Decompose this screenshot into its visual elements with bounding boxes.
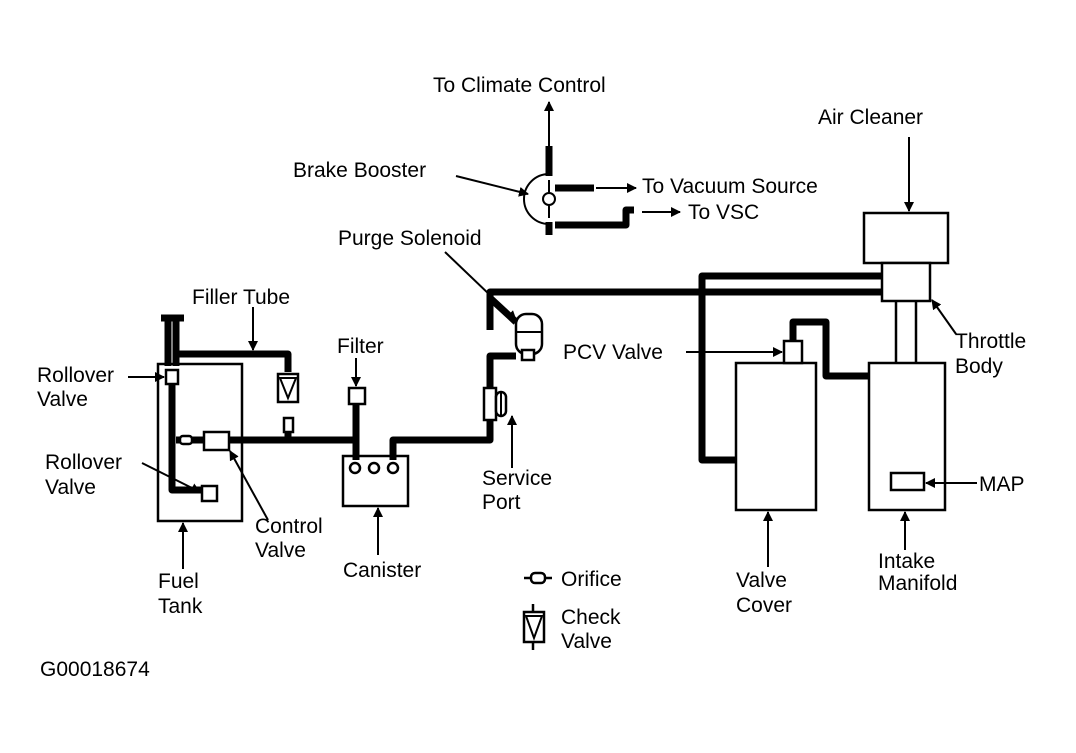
canister-port-2 xyxy=(367,461,381,475)
canister-port-3 xyxy=(386,461,400,475)
label-throttle-body-line1: Throttle xyxy=(955,330,1026,353)
canister-port-1 xyxy=(348,461,362,475)
leader-arrows xyxy=(128,137,977,569)
legend-orifice-label: Orifice xyxy=(561,568,622,591)
figure-id: G00018674 xyxy=(40,658,150,681)
label-to-vsc: To VSC xyxy=(688,201,759,224)
label-control-valve-line1: Control xyxy=(255,515,323,538)
brake-booster xyxy=(523,146,634,235)
legend-check-valve-label-line1: Check xyxy=(561,606,621,629)
rollover-valve-bottom xyxy=(200,484,219,503)
purge-solenoid xyxy=(514,312,544,362)
label-service-port-line2: Port xyxy=(482,491,521,514)
label-pcv-valve: PCV Valve xyxy=(563,341,663,364)
label-filter: Filter xyxy=(337,335,384,358)
label-rollover-valve-top-line1: Rollover xyxy=(37,364,114,387)
label-filler-tube: Filler Tube xyxy=(192,286,290,309)
label-rollover-valve-bottom-line1: Rollover xyxy=(45,451,122,474)
rollover-valve-top xyxy=(164,368,180,386)
label-control-valve-line2: Valve xyxy=(255,539,306,562)
legend-orifice-symbol xyxy=(524,571,552,585)
brake-booster-leader-arrows xyxy=(455,101,681,217)
vacuum-hoses xyxy=(161,272,882,494)
air-cleaner xyxy=(862,211,950,265)
service-port xyxy=(482,386,508,422)
pcv-valve xyxy=(782,339,804,365)
label-map: MAP xyxy=(979,473,1025,496)
label-rollover-valve-top-line2: Valve xyxy=(37,388,88,411)
label-fuel-tank-line2: Tank xyxy=(158,595,203,618)
label-air-cleaner: Air Cleaner xyxy=(818,106,923,129)
label-valve-cover-line2: Cover xyxy=(736,594,792,617)
label-service-port-line1: Service xyxy=(482,467,552,490)
label-purge-solenoid: Purge Solenoid xyxy=(338,227,482,250)
map-sensor xyxy=(889,471,926,492)
label-intake-manifold-line1: Intake xyxy=(878,550,935,573)
label-to-vacuum-source: To Vacuum Source xyxy=(642,175,818,198)
label-fuel-tank-line1: Fuel xyxy=(158,570,199,593)
control-valve xyxy=(202,430,231,452)
orifice-tank xyxy=(178,434,194,446)
valve-cover xyxy=(734,361,818,512)
label-to-climate-control: To Climate Control xyxy=(433,74,606,97)
label-intake-manifold-line2: Manifold xyxy=(878,572,957,595)
legend-check-valve-symbol xyxy=(522,604,546,650)
label-valve-cover-line1: Valve xyxy=(736,569,787,592)
label-canister: Canister xyxy=(343,559,421,582)
filter xyxy=(347,386,367,406)
legend-check-valve-label-line2: Valve xyxy=(561,630,612,653)
label-brake-booster: Brake Booster xyxy=(293,159,426,182)
check-valve-tank xyxy=(276,372,300,434)
throttle-body xyxy=(880,261,932,303)
label-throttle-body-line2: Body xyxy=(955,355,1003,378)
label-rollover-valve-bottom-line2: Valve xyxy=(45,476,96,499)
